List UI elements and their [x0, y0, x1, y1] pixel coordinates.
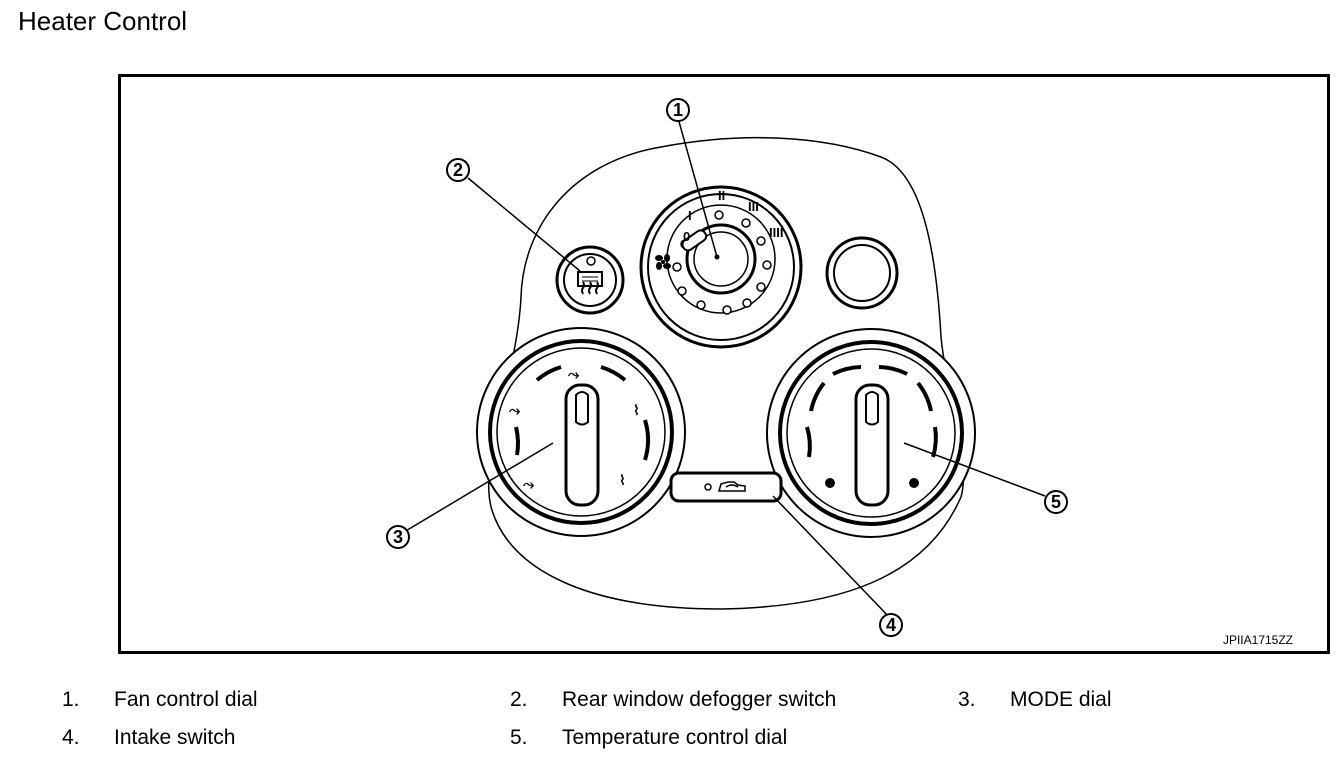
legend-number: 3. — [958, 688, 976, 711]
fan-control-dial[interactable]: 0 I II III IIII — [639, 185, 803, 349]
callout-2: 2 — [453, 160, 463, 180]
fan-mark-4: IIII — [769, 225, 783, 240]
mode-dial-knob — [564, 383, 600, 507]
page-title: Heater Control — [18, 6, 188, 36]
leader-lines — [403, 117, 1046, 620]
fan-icon — [655, 254, 671, 270]
legend-label: Temperature control dial — [562, 726, 788, 749]
rear-defogger-switch[interactable] — [555, 245, 625, 315]
vent-icon: ⤳ — [568, 366, 580, 382]
legend-label: Rear window defogger switch — [562, 688, 837, 711]
heater-control-diagram: 0 I II III IIII — [386, 98, 1068, 637]
temperature-scale — [805, 365, 938, 458]
legend-label: Intake switch — [114, 726, 236, 749]
mode-dial-scale — [514, 365, 651, 461]
legend-number: 5. — [510, 726, 528, 749]
temperature-knob — [854, 383, 890, 507]
callout-markers: 1 2 3 4 5 — [386, 98, 1068, 637]
callout-5: 5 — [1051, 492, 1061, 512]
bi-level-icon: ⤳ — [509, 402, 521, 418]
fan-mark-2: II — [718, 188, 725, 203]
hot-dot — [909, 478, 919, 488]
intake-indicator — [704, 483, 712, 491]
fan-mark-0: 0 — [683, 229, 690, 244]
callout-1: 1 — [673, 100, 683, 120]
legend-number: 1. — [62, 688, 80, 711]
rear-defogger-icon — [577, 271, 603, 295]
cold-dot — [825, 478, 835, 488]
legend-label: MODE dial — [1010, 688, 1112, 711]
indicator-light — [586, 256, 596, 266]
legend-label: Fan control dial — [114, 688, 258, 711]
fan-mark-3: III — [748, 199, 759, 214]
legend-number: 4. — [62, 726, 80, 749]
mode-dial[interactable]: ⤳ ⤳ ⤳ ⌇ ⌇ — [476, 327, 686, 537]
recirculation-icon — [718, 481, 746, 492]
foot-icon: ⤳ — [523, 476, 535, 492]
temperature-control-dial[interactable] — [766, 328, 976, 538]
fan-mark-1: I — [688, 208, 692, 223]
figure-code: JPIIA1715ZZ — [1222, 633, 1293, 647]
heater-control-figure: 0 I II III IIII — [118, 74, 1330, 654]
intake-switch[interactable] — [669, 471, 783, 503]
foot-defrost-icon: ⌇ — [633, 402, 640, 418]
legend-number: 2. — [510, 688, 528, 711]
blank-button-inner — [833, 244, 891, 302]
defrost-icon: ⌇ — [619, 472, 626, 488]
callout-4: 4 — [886, 615, 896, 635]
callout-3: 3 — [393, 527, 403, 547]
